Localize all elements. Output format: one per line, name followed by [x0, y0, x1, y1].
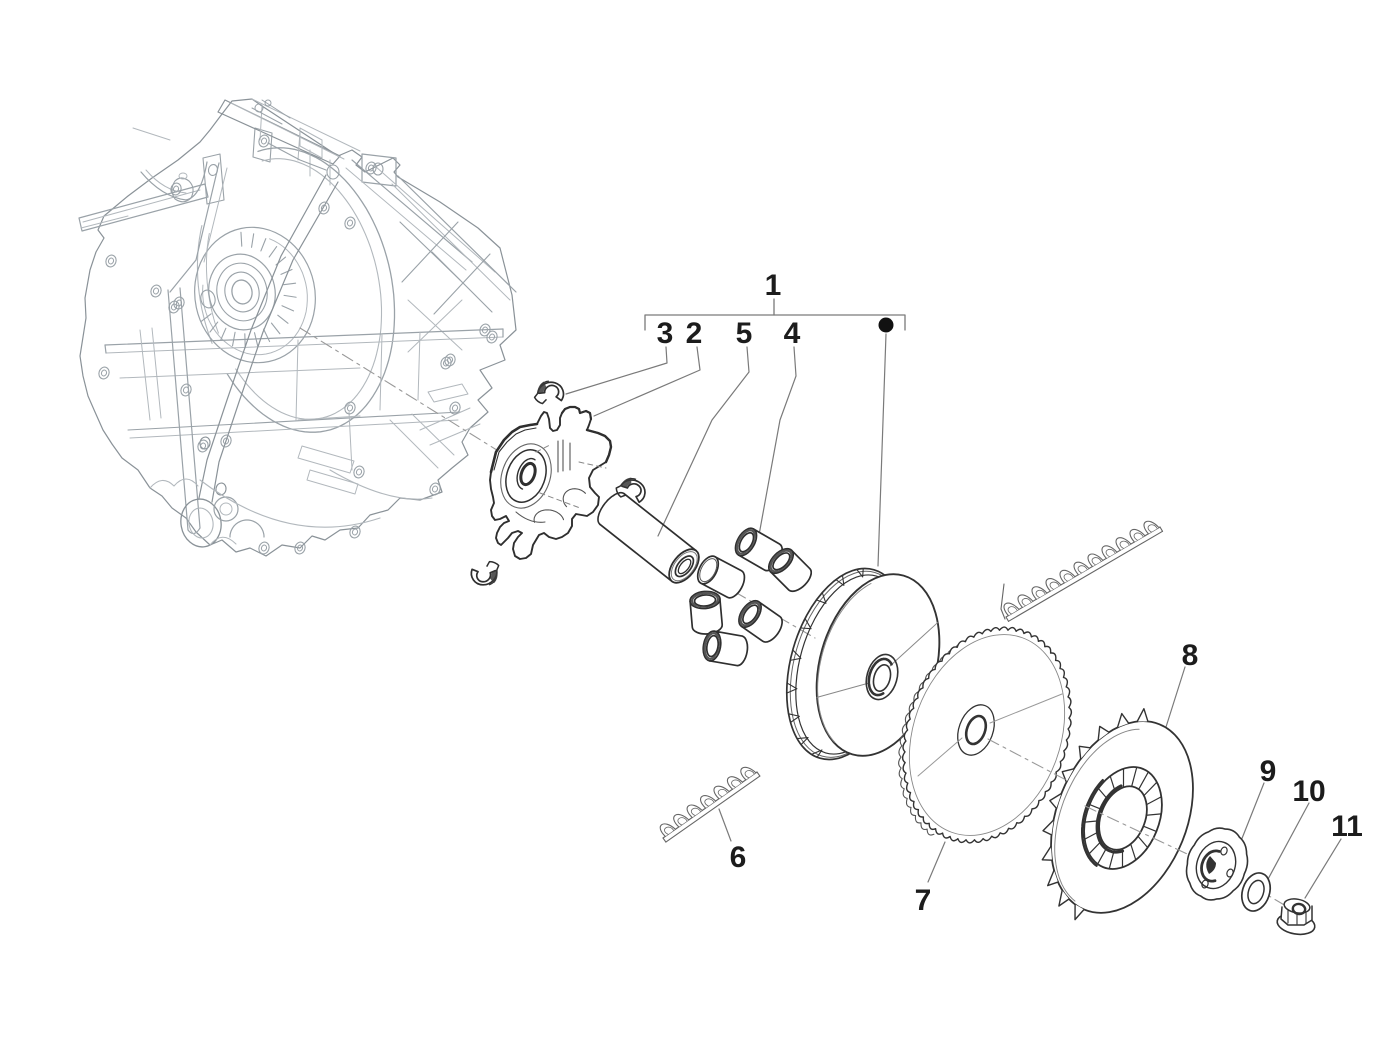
svg-text:10: 10	[1292, 775, 1325, 808]
svg-text:3: 3	[657, 317, 674, 350]
svg-text:4: 4	[784, 317, 801, 350]
svg-text:5: 5	[736, 317, 753, 350]
svg-text:7: 7	[915, 884, 932, 917]
svg-text:2: 2	[686, 317, 703, 350]
svg-text:6: 6	[730, 841, 747, 874]
svg-text:1: 1	[765, 269, 782, 302]
svg-text:9: 9	[1260, 755, 1277, 788]
svg-text:11: 11	[1331, 810, 1363, 843]
svg-text:8: 8	[1182, 639, 1199, 672]
